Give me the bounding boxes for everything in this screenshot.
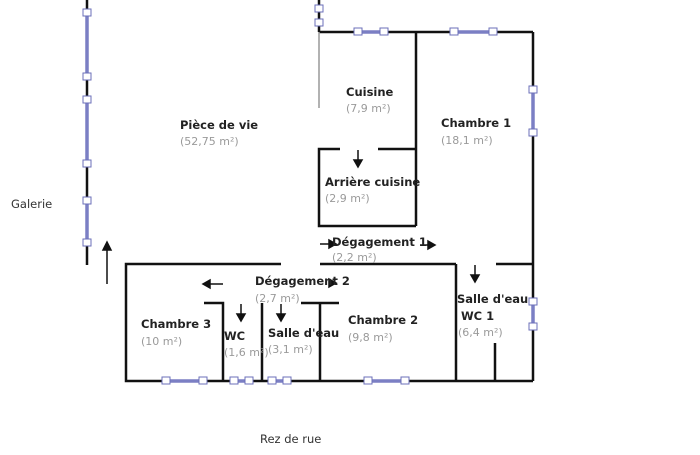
room-area-salle-deau: (3,1 m²) (268, 343, 313, 356)
room-name-degagement-1: Dégagement 1 (332, 235, 427, 249)
room-name-arriere-cuisine: Arrière cuisine (325, 175, 421, 189)
room-area-degagement-2: (2,7 m²) (255, 292, 300, 305)
room-area-salle-deau-wc1: (6,4 m²) (458, 326, 503, 339)
room-name-salle-deau: Salle d'eau (268, 326, 340, 340)
room-name-chambre-3: Chambre 3 (141, 317, 212, 331)
room-name-chambre-2: Chambre 2 (348, 313, 419, 327)
room-area-chambre-2: (9,8 m²) (348, 331, 393, 344)
room-area-piece-de-vie: (52,75 m²) (180, 135, 239, 148)
room-area-degagement-1: (2,2 m²) (332, 251, 377, 264)
room-area-arriere-cuisine: (2,9 m²) (325, 192, 370, 205)
window-handles (82, 4, 538, 385)
room-name-salle-deau-wc1: Salle d'eau (457, 292, 529, 306)
room-area-wc: (1,6 m²) (224, 346, 269, 359)
room-name-wc1: WC 1 (461, 309, 495, 323)
room-name-degagement-2: Dégagement 2 (255, 274, 350, 288)
room-name-cuisine: Cuisine (346, 85, 394, 99)
floor-label: Rez de rue (260, 432, 322, 446)
room-name-piece-de-vie: Pièce de vie (180, 118, 259, 132)
room-name-chambre-1: Chambre 1 (441, 116, 512, 130)
door-arrows (101, 150, 481, 323)
outside-label-galerie: Galerie (11, 197, 53, 211)
room-name-wc: WC (224, 329, 246, 343)
room-area-cuisine: (7,9 m²) (346, 102, 391, 115)
room-area-chambre-3: (10 m²) (141, 335, 183, 348)
room-area-chambre-1: (18,1 m²) (441, 134, 493, 147)
